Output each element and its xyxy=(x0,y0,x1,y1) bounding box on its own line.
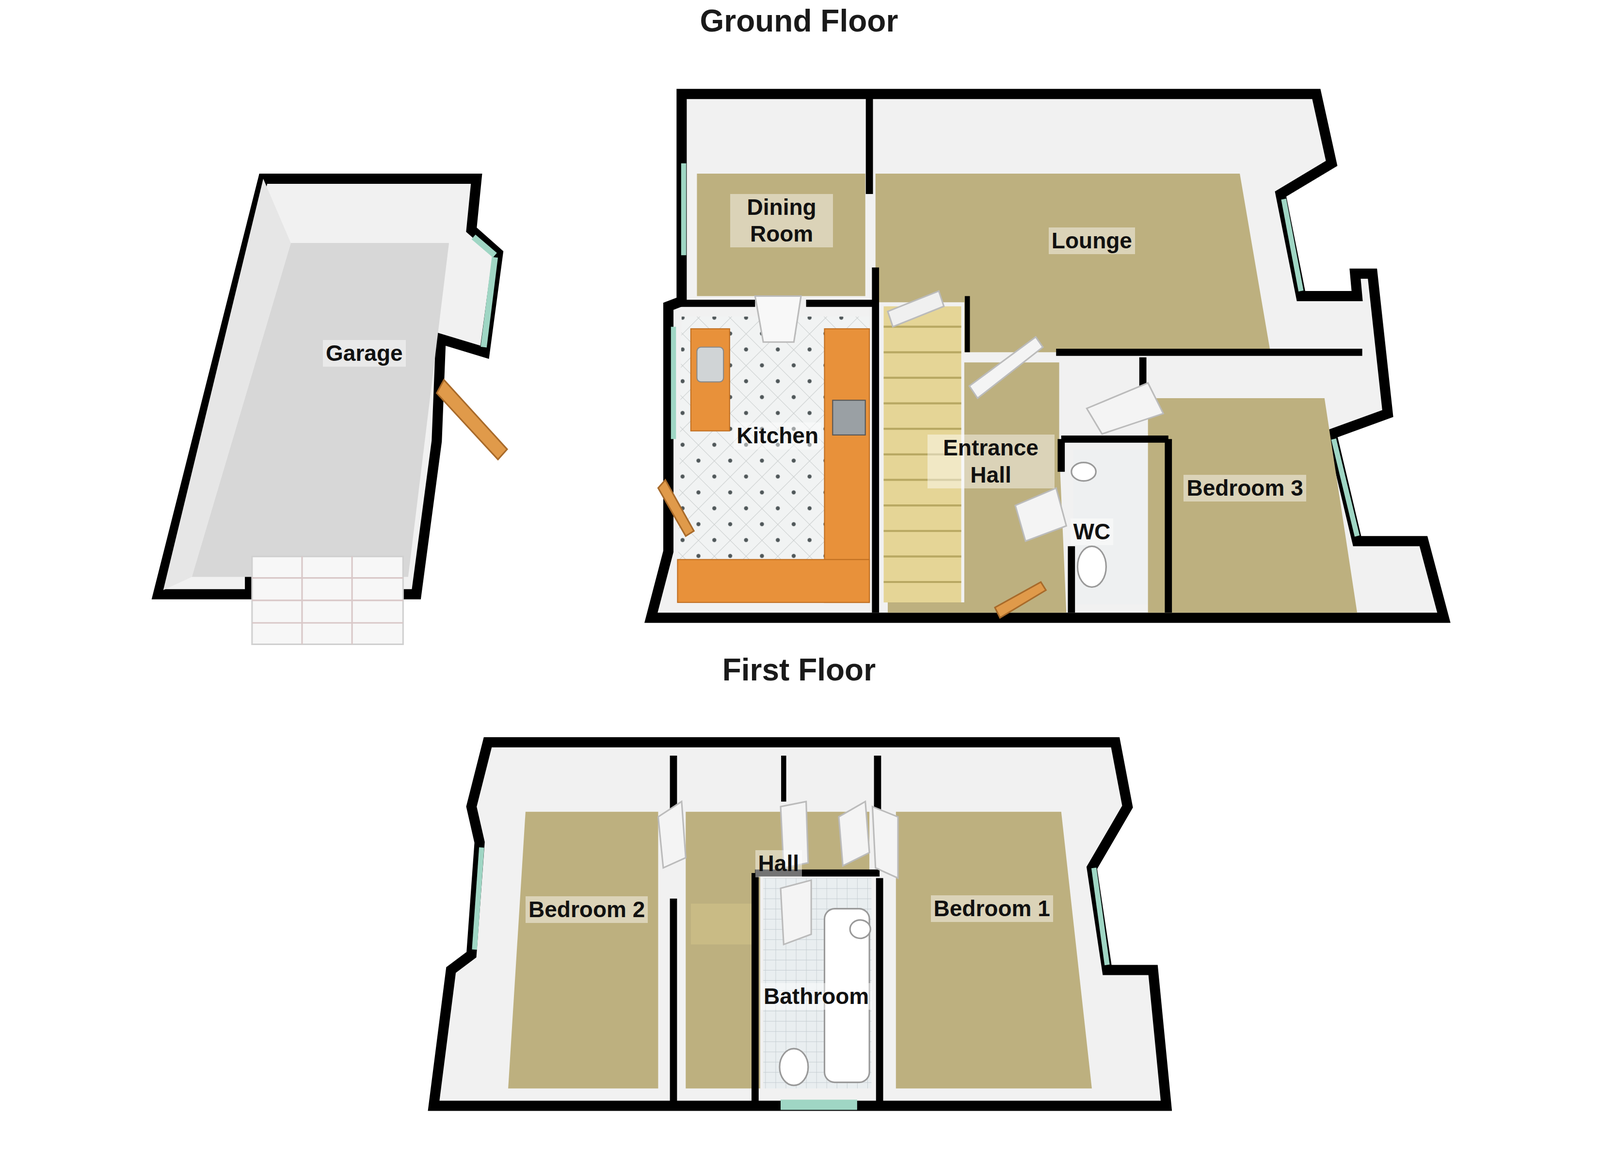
plan-shape xyxy=(754,872,880,1103)
room-area: Entrance Hall xyxy=(887,357,1062,608)
plan-shape xyxy=(1061,357,1169,613)
plan-shape xyxy=(754,296,801,343)
room-label: WC xyxy=(1070,518,1114,545)
plan-shape xyxy=(252,556,403,644)
room-area: Bedroom 1 xyxy=(882,755,1158,1098)
plan-shape xyxy=(690,903,752,944)
plan-shape xyxy=(1283,199,1302,291)
room-label: Entrance Hall xyxy=(927,434,1055,488)
plan-shape xyxy=(657,801,686,868)
plan-shape xyxy=(1333,438,1358,536)
plan-shape xyxy=(1093,867,1107,965)
plan-shape xyxy=(696,173,865,297)
room-area: Bedroom 3 xyxy=(1148,362,1404,613)
plan-shape xyxy=(871,267,880,613)
garage-plan xyxy=(158,178,508,644)
room-area: Garage xyxy=(193,204,460,572)
room-label: Lounge xyxy=(1048,227,1136,255)
plan-shape xyxy=(994,581,1046,618)
floor-heading-box: First Floor xyxy=(722,651,876,688)
plan-shape xyxy=(781,755,787,802)
plan-shape xyxy=(896,811,1092,1089)
room-area: Lounge xyxy=(877,112,1286,353)
plan-shape xyxy=(1148,398,1358,613)
room-area: Bathroom xyxy=(750,890,883,1100)
plan-shape xyxy=(1015,487,1067,541)
plan-shape xyxy=(433,742,1167,1106)
plan-shape xyxy=(473,236,496,256)
room-area: Kitchen xyxy=(678,311,873,608)
plan-shape xyxy=(780,880,812,945)
plan-shape xyxy=(887,290,944,327)
floor-heading: First Floor xyxy=(722,651,876,688)
plan-shape xyxy=(1077,545,1106,587)
plan-shape xyxy=(671,326,677,440)
plan-shape xyxy=(1071,462,1097,481)
room-label: Hall xyxy=(755,849,802,877)
room-label: Bedroom 3 xyxy=(1183,474,1306,502)
plan-shape xyxy=(838,801,870,866)
plan-shape xyxy=(865,96,874,194)
plan-shape xyxy=(436,379,508,460)
room-area: Hall xyxy=(678,755,878,889)
plan-shape xyxy=(1056,348,1362,356)
plan-shape xyxy=(780,1099,858,1110)
plan-shape xyxy=(964,296,971,353)
room-label: Kitchen xyxy=(733,422,822,449)
plan-shape xyxy=(832,400,865,435)
plan-shape xyxy=(483,257,496,348)
first-floor-plan xyxy=(433,742,1167,1110)
plan-shape xyxy=(252,556,403,644)
ground-floor-plan xyxy=(651,94,1444,618)
room-label: Garage xyxy=(322,339,406,367)
room-label: Dining Room xyxy=(730,193,833,248)
plan-shape xyxy=(657,479,694,536)
plan-shape xyxy=(696,347,724,383)
room-area: Bedroom 2 xyxy=(479,755,669,1098)
floor-heading-box: Ground Floor xyxy=(699,2,898,39)
floor-heading: Ground Floor xyxy=(699,2,898,39)
plan-shape xyxy=(1086,382,1164,434)
plan-shape xyxy=(651,94,1444,618)
room-label: Bedroom 2 xyxy=(525,896,648,923)
plan-shape xyxy=(872,806,898,878)
plan-shape xyxy=(877,755,880,1103)
room-area: Dining Room xyxy=(693,112,868,302)
plan-shape xyxy=(681,163,687,256)
plan-shape xyxy=(690,328,730,432)
room-label: Bathroom xyxy=(760,982,872,1010)
plan-shape xyxy=(969,336,1043,399)
plan-shape xyxy=(508,811,658,1089)
room-label: Bedroom 1 xyxy=(930,895,1054,922)
room-area: WC xyxy=(1066,444,1164,608)
plan-shape xyxy=(163,178,291,590)
plan-shape xyxy=(849,919,871,939)
plan-shape xyxy=(474,847,482,950)
plan-shape xyxy=(887,362,1067,613)
plan-shape xyxy=(779,1048,809,1086)
plan-shape xyxy=(677,559,870,603)
